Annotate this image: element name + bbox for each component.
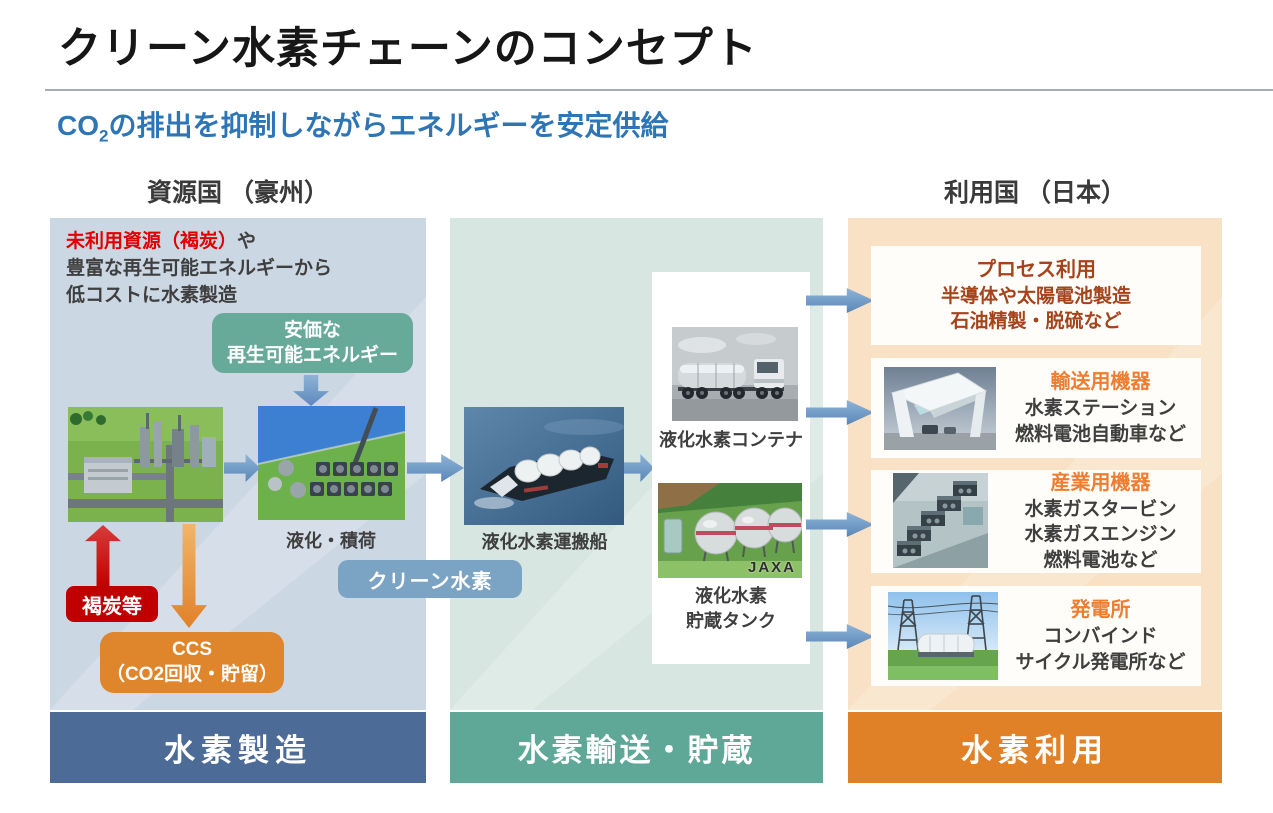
renewable-energy-line2: 再生可能エネルギー <box>226 345 398 366</box>
liquefaction-site-illustration <box>258 406 405 520</box>
lh2-carrier-ship-photo <box>464 407 624 525</box>
renewable-energy-line1: 安価な <box>283 319 341 341</box>
usage-box-power-plant-line1: コンバインド <box>1043 626 1158 648</box>
lh2-storage-tank-illustration <box>658 483 802 578</box>
usage-box-process: プロセス利用 半導体や太陽電池製造 石油精製・脱硫など <box>871 246 1201 345</box>
user-country-header: 利用国 （日本） <box>944 179 1126 207</box>
hydrogen-station-photo <box>884 367 996 450</box>
brown-coal-badge: 褐炭等 <box>66 586 158 622</box>
page-title: クリーン水素チェーンのコンセプト <box>58 25 758 73</box>
usage-box-transport-equipment-line1: 水素ステーション <box>1024 398 1177 420</box>
renewable-energy-box: 安価な 再生可能エネルギー <box>212 313 413 373</box>
industrial-machinery-illustration <box>893 473 988 568</box>
usage-box-transport-equipment-text: 輸送用機器 水素ステーション 燃料電池自動車など <box>1006 358 1195 458</box>
subtitle-rest: の排出を抑制しながらエネルギーを安定供給 <box>108 110 669 141</box>
usage-box-industrial-equipment-line1: 水素ガスタービン <box>1024 499 1177 521</box>
usage-box-power-plant-line2: サイクル発電所など <box>1015 651 1186 673</box>
usage-box-transport-equipment-title: 輸送用機器 <box>1050 371 1151 394</box>
liquefaction-caption: 液化・積荷 <box>286 531 376 551</box>
liquefaction-site-photo <box>258 406 405 520</box>
usage-box-industrial-equipment-line2: 水素ガスエンジン <box>1024 524 1177 546</box>
lh2-tank-caption-line1: 液化水素 <box>695 586 767 606</box>
usage-box-process-line2: 石油精製・脱硫など <box>950 311 1122 332</box>
ship-caption: 液化水素運搬船 <box>481 532 608 552</box>
title-divider <box>45 89 1273 91</box>
ccs-line2: （CO2回収・貯留） <box>105 663 279 685</box>
lh2-container-truck-illustration <box>672 327 798 421</box>
lh2-carrier-ship-illustration <box>464 407 624 525</box>
usage-box-transport-equipment-line2: 燃料電池自動車など <box>1014 423 1186 445</box>
usage-box-power-plant-text: 発電所 コンバインド サイクル発電所など <box>1006 586 1195 686</box>
production-note-line3: 低コストに水素製造 <box>66 284 238 306</box>
clean-hydrogen-badge: クリーン水素 <box>338 560 522 598</box>
power-plant-illustration <box>888 592 998 680</box>
jaxa-watermark: JAXA <box>747 559 796 576</box>
lh2-tank-caption-line2: 貯蔵タンク <box>686 610 776 631</box>
resource-country-header: 資源国 （豪州） <box>147 179 329 207</box>
page-subtitle: CO2の排出を抑制しながらエネルギーを安定供給 <box>57 104 668 147</box>
power-plant-photo <box>888 592 998 680</box>
gasification-plant-illustration <box>68 407 223 522</box>
subtitle-subscript: 2 <box>99 126 109 146</box>
production-note-line2: 豊富な再生可能エネルギーから <box>66 257 333 279</box>
usage-box-power-plant-title: 発電所 <box>1070 599 1131 622</box>
production-footer-bar: 水素製造 <box>50 712 426 783</box>
gasification-plant-photo <box>68 407 223 522</box>
usage-box-industrial-equipment-line3: 燃料電池など <box>1043 549 1158 571</box>
industrial-machinery-photo <box>893 473 988 568</box>
production-note: 未利用資源（褐炭）や 豊富な再生可能エネルギーから 低コストに水素製造 <box>66 229 332 310</box>
subtitle-co: CO <box>57 110 99 141</box>
lh2-container-truck-photo <box>672 327 798 421</box>
lh2-container-caption: 液化水素コンテナ <box>659 430 803 450</box>
usage-box-process-line1: 半導体や太陽電池製造 <box>940 285 1131 307</box>
ccs-box: CCS （CO2回収・貯留） <box>100 632 284 693</box>
production-note-line1: 未利用資源（褐炭）や <box>66 229 332 256</box>
transport-footer-bar: 水素輸送・貯蔵 <box>450 712 823 783</box>
usage-box-process-title: プロセス利用 <box>976 258 1096 281</box>
hydrogen-station-illustration <box>884 367 996 450</box>
lh2-storage-tank-photo: JAXA <box>658 483 802 578</box>
ccs-line1: CCS <box>171 638 213 660</box>
usage-box-industrial-equipment-title: 産業用機器 <box>1050 472 1151 495</box>
usage-footer-bar: 水素利用 <box>848 712 1222 783</box>
lh2-tank-caption: 液化水素 貯蔵タンク <box>652 584 810 634</box>
note-suffix: や <box>237 231 257 252</box>
usage-box-industrial-equipment-text: 産業用機器 水素ガスタービン 水素ガスエンジン 燃料電池など <box>1006 470 1195 573</box>
usage-box-process-text: プロセス利用 半導体や太陽電池製造 石油精製・脱硫など <box>871 246 1201 345</box>
note-unused-resources: 未利用資源（褐炭） <box>66 231 238 252</box>
